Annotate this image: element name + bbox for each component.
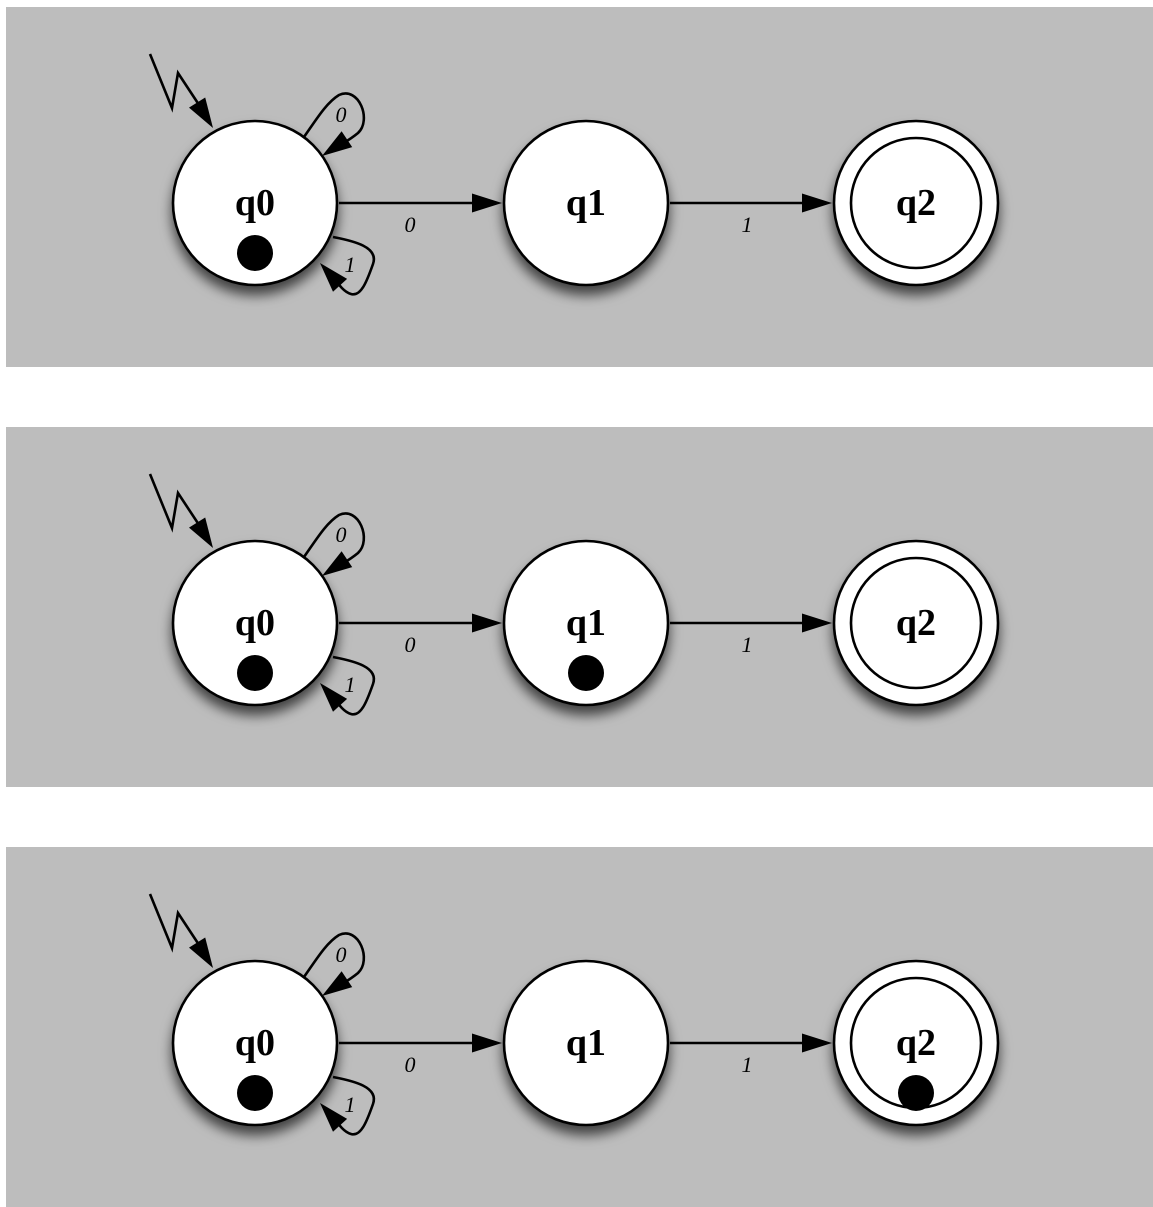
state-q2-label: q2 bbox=[896, 182, 936, 224]
state-q0-label: q0 bbox=[235, 1022, 275, 1064]
initial-arrow-line bbox=[148, 893, 211, 961]
self-loop-0-line bbox=[302, 512, 366, 566]
state-q1-label: q1 bbox=[566, 1022, 606, 1064]
state-q1: q1 bbox=[502, 119, 670, 287]
state-q0: q0 bbox=[171, 959, 339, 1127]
edge-q0-q1-label: 0 bbox=[405, 632, 416, 657]
self-loop-0-head bbox=[322, 131, 353, 156]
state-q0-token bbox=[237, 655, 273, 691]
self-loop-0-label: 0 bbox=[336, 942, 347, 967]
state-q2-circle bbox=[832, 119, 1000, 287]
state-q0-circle bbox=[171, 959, 339, 1127]
self-loop-1-label: 1 bbox=[345, 252, 356, 277]
edge-q1-q2: 1 bbox=[670, 1033, 832, 1077]
state-q2: q2 bbox=[832, 959, 1000, 1127]
self-loop-0: 0 bbox=[302, 932, 366, 996]
state-q1-circle bbox=[502, 959, 670, 1127]
automaton-diagram-3: 0 1 0 1 q0 q1 q2 bbox=[148, 893, 1000, 1136]
edge-q1-q2-head bbox=[802, 193, 832, 213]
automaton-diagram-2: 0 1 0 1 q0 q1 q2 bbox=[148, 473, 1000, 716]
state-q2-accept-ring bbox=[849, 136, 983, 270]
state-q0-token bbox=[237, 235, 273, 271]
edge-q0-q1: 0 bbox=[339, 193, 502, 237]
initial-arrow bbox=[148, 53, 213, 128]
automaton-panel-3: 0 1 0 1 q0 q1 q2 bbox=[6, 847, 1153, 1207]
edge-q1-q2: 1 bbox=[670, 613, 832, 657]
initial-arrow bbox=[148, 473, 213, 548]
state-q0-circle bbox=[171, 119, 339, 287]
state-q1: q1 bbox=[502, 959, 670, 1127]
automaton-panel-2: 0 1 0 1 q0 q1 q2 bbox=[6, 427, 1153, 787]
self-loop-1-line bbox=[332, 1075, 376, 1136]
self-loop-1: 1 bbox=[320, 235, 376, 296]
state-q0-label: q0 bbox=[235, 182, 275, 224]
self-loop-0-line bbox=[302, 932, 366, 986]
self-loop-1-line bbox=[332, 235, 376, 296]
initial-arrow-head bbox=[189, 937, 213, 968]
state-q2-circle bbox=[832, 539, 1000, 707]
self-loop-1-head bbox=[320, 263, 348, 292]
state-q1-label: q1 bbox=[566, 182, 606, 224]
state-q0: q0 bbox=[171, 539, 339, 707]
automaton-panel-1: 0 1 0 1 q0 q1 q2 bbox=[6, 7, 1153, 367]
state-q0-circle bbox=[171, 539, 339, 707]
state-q2: q2 bbox=[832, 119, 1000, 287]
state-q2-label: q2 bbox=[896, 602, 936, 644]
edge-q1-q2-label: 1 bbox=[742, 1052, 753, 1077]
self-loop-0-label: 0 bbox=[336, 102, 347, 127]
state-q2-label: q2 bbox=[896, 1022, 936, 1064]
state-q0: q0 bbox=[171, 119, 339, 287]
initial-arrow-line bbox=[148, 53, 211, 121]
state-q1-circle bbox=[502, 119, 670, 287]
initial-arrow bbox=[148, 893, 213, 968]
edge-q0-q1: 0 bbox=[339, 1033, 502, 1077]
state-q2-circle bbox=[832, 959, 1000, 1127]
edge-q1-q2-label: 1 bbox=[742, 212, 753, 237]
edge-q0-q1-label: 0 bbox=[405, 212, 416, 237]
state-q1-circle bbox=[502, 539, 670, 707]
edge-q0-q1-head bbox=[472, 1033, 502, 1053]
state-q0-token bbox=[237, 1075, 273, 1111]
edge-q0-q1: 0 bbox=[339, 613, 502, 657]
self-loop-1-head bbox=[320, 683, 348, 712]
state-q0-label: q0 bbox=[235, 602, 275, 644]
self-loop-0: 0 bbox=[302, 512, 366, 576]
edge-q1-q2: 1 bbox=[670, 193, 832, 237]
initial-arrow-head bbox=[189, 517, 213, 548]
state-q2-accept-ring bbox=[849, 556, 983, 690]
self-loop-1: 1 bbox=[320, 655, 376, 716]
initial-arrow-head bbox=[189, 97, 213, 128]
self-loop-1-head bbox=[320, 1103, 348, 1132]
self-loop-1-label: 1 bbox=[345, 1092, 356, 1117]
self-loop-0-line bbox=[302, 92, 366, 146]
edge-q1-q2-head bbox=[802, 1033, 832, 1053]
self-loop-0: 0 bbox=[302, 92, 366, 156]
edge-q0-q1-head bbox=[472, 613, 502, 633]
self-loop-0-head bbox=[322, 551, 353, 576]
self-loop-1-line bbox=[332, 655, 376, 716]
self-loop-0-head bbox=[322, 971, 353, 996]
self-loop-0-label: 0 bbox=[336, 522, 347, 547]
state-q2: q2 bbox=[832, 539, 1000, 707]
edge-q1-q2-head bbox=[802, 613, 832, 633]
self-loop-1: 1 bbox=[320, 1075, 376, 1136]
automaton-diagram-1: 0 1 0 1 q0 q1 q2 bbox=[148, 53, 1000, 296]
edge-q0-q1-label: 0 bbox=[405, 1052, 416, 1077]
initial-arrow-line bbox=[148, 473, 211, 541]
state-q2-token bbox=[898, 1075, 934, 1111]
state-q1-token bbox=[568, 655, 604, 691]
state-q1: q1 bbox=[502, 539, 670, 707]
self-loop-1-label: 1 bbox=[345, 672, 356, 697]
edge-q1-q2-label: 1 bbox=[742, 632, 753, 657]
edge-q0-q1-head bbox=[472, 193, 502, 213]
state-q1-label: q1 bbox=[566, 602, 606, 644]
